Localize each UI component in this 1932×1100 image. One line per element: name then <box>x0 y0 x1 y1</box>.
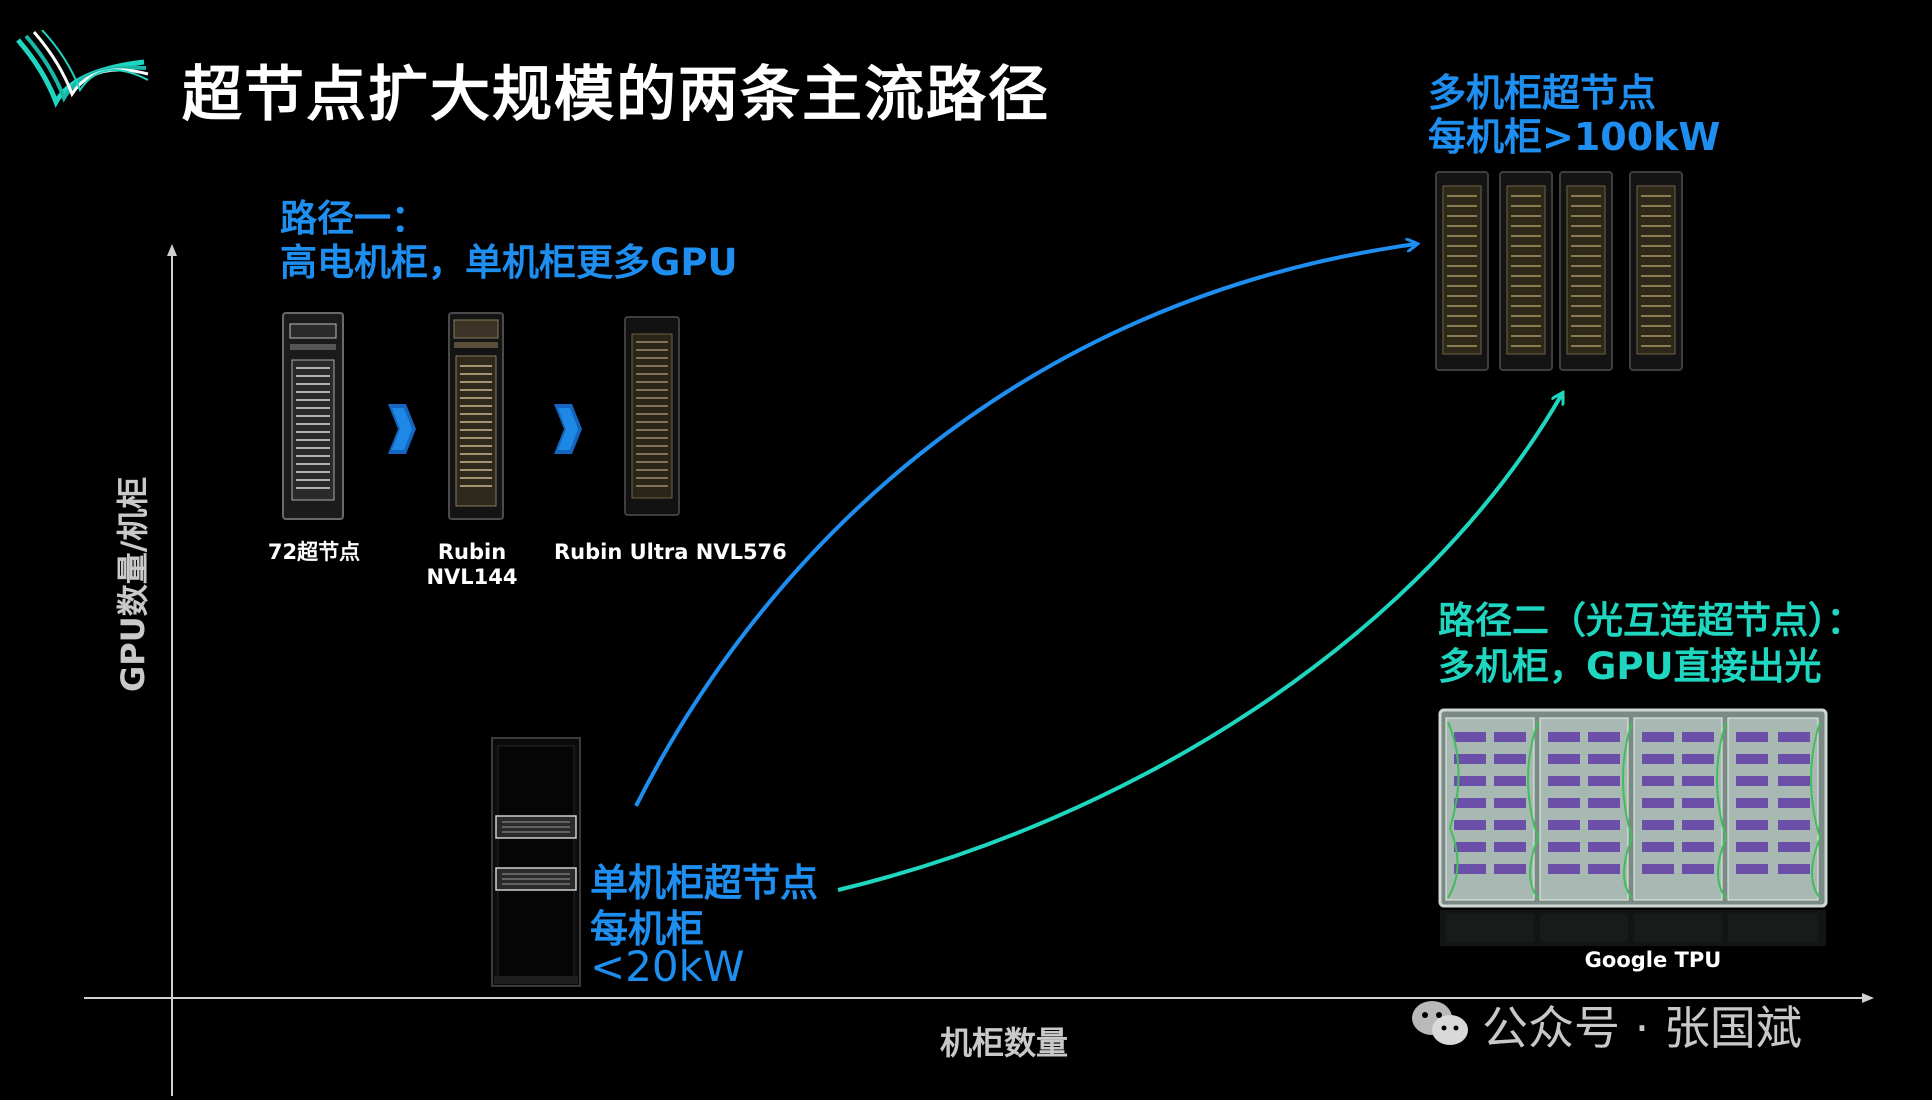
path-one-heading: 路径一： <box>280 197 428 240</box>
watermark-text: 公众号 · 张国斌 <box>1482 1001 1802 1055</box>
single-rack-heading: 单机柜超节点 <box>590 861 819 905</box>
y-axis-label: GPU数量/机柜 <box>114 476 152 692</box>
single-rack <box>490 736 582 988</box>
chevron-right-icon <box>386 402 418 460</box>
rack-label-rubin-nvl144: Rubin NVL144 <box>422 540 522 590</box>
rack-label-72-supernode: 72超节点 <box>267 540 361 564</box>
google-tpu-image <box>1438 708 1828 948</box>
path-two-heading: 路径二（光互连超节点）： <box>1438 599 1864 642</box>
rack-label-rubin-ultra-nvl576: Rubin Ultra NVL576 <box>554 540 787 564</box>
rack-rubin-nvl144 <box>448 312 504 520</box>
single-rack-subheading: 每机柜 <box>590 907 705 951</box>
path-two-arrow <box>837 394 1562 892</box>
rack-rubin-ultra-nvl576 <box>624 316 680 516</box>
page-title: 超节点扩大规模的两条主流路径 <box>182 60 1050 130</box>
google-tpu-label: Google TPU <box>1584 948 1722 972</box>
chevron-right-icon <box>552 402 584 460</box>
multi-rack-power: 每机柜>100kW <box>1428 115 1721 159</box>
watermark: 公众号 · 张国斌 <box>1408 992 1878 1056</box>
path-two-description: 多机柜，GPU直接出光 <box>1438 645 1822 688</box>
logo <box>14 29 150 112</box>
path-one-description: 高电机柜，单机柜更多GPU <box>280 241 738 284</box>
x-axis-label: 机柜数量 <box>940 1024 1069 1062</box>
wave-logo-icon <box>16 29 149 108</box>
rack-72-supernode <box>282 312 344 520</box>
rack-label-rubin-nvl144-text: Rubin NVL144 <box>426 540 518 589</box>
multi-rack-heading: 多机柜超节点 <box>1428 71 1657 115</box>
multi-rack-group <box>1434 170 1686 374</box>
path-one-arrow <box>634 244 1416 807</box>
wechat-icon <box>1412 1001 1468 1045</box>
single-rack-power: <20kW <box>590 942 745 991</box>
